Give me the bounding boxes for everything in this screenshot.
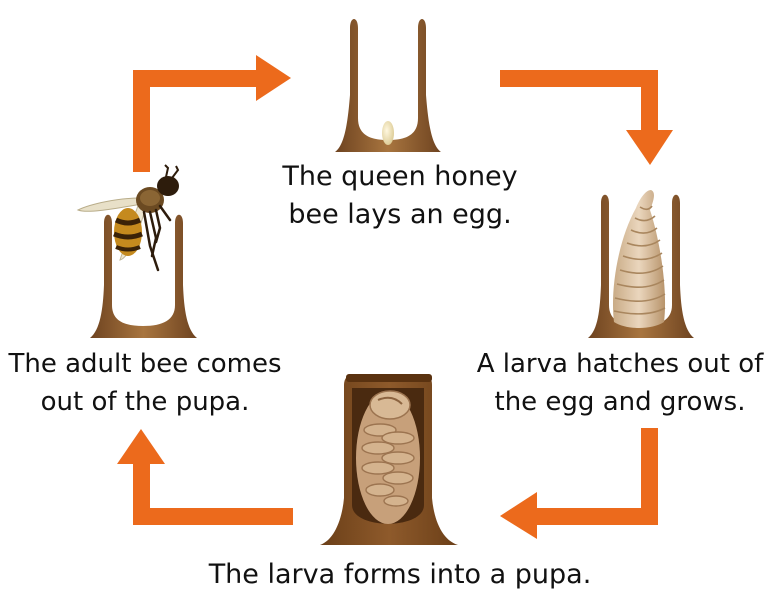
adult-bee-icon xyxy=(78,165,179,270)
caption-adult-stage: The adult bee comes out of the pupa. xyxy=(0,345,290,421)
arrow-larva-to-pupa xyxy=(500,428,658,539)
arrow-adult-to-egg xyxy=(133,55,291,172)
adult-cell-icon xyxy=(90,215,197,338)
arrow-pupa-to-adult xyxy=(117,429,293,525)
caption-line: The adult bee comes xyxy=(0,345,290,383)
caption-line: out of the pupa. xyxy=(0,383,290,421)
caption-line: The queen honey xyxy=(255,158,545,196)
arrow-egg-to-larva xyxy=(500,70,673,165)
larva-cell-icon xyxy=(588,190,694,338)
egg-icon xyxy=(382,121,394,145)
caption-larva-stage: A larva hatches out of the egg and grows… xyxy=(470,345,770,421)
caption-line: The larva forms into a pupa. xyxy=(150,556,650,594)
caption-line: bee lays an egg. xyxy=(255,196,545,234)
caption-egg-stage: The queen honey bee lays an egg. xyxy=(255,158,545,234)
pupa-icon xyxy=(356,391,420,524)
caption-line: A larva hatches out of xyxy=(470,345,770,383)
egg-cell-icon xyxy=(335,19,441,152)
caption-pupa-stage: The larva forms into a pupa. xyxy=(150,556,650,594)
caption-line: the egg and grows. xyxy=(470,383,770,421)
pupa-cell-icon xyxy=(320,374,458,545)
larva-icon xyxy=(613,190,665,328)
